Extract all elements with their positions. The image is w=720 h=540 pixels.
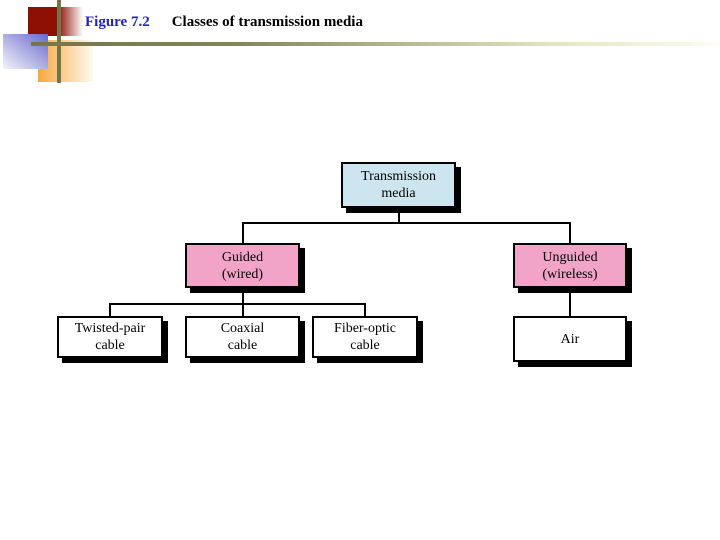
vertical-accent-line (57, 0, 61, 83)
connector-guided-drop (241, 222, 244, 245)
connector-level1-bus (241, 222, 571, 224)
node-label-line: Twisted-pair (74, 321, 146, 336)
node-guided: Guided(wired) (185, 243, 300, 288)
node-label-line: Air (560, 331, 580, 347)
node-label-line: (wireless) (542, 266, 598, 282)
horizontal-accent-line (31, 42, 720, 46)
node-transmission-media: Transmission media (341, 162, 456, 208)
connector-twisted-drop (109, 303, 111, 318)
connector-fiber-drop (364, 303, 366, 318)
connector-coaxial-drop (241, 303, 244, 318)
node-label-line: (wired) (221, 266, 264, 282)
node-unguided: Unguided(wireless) (513, 243, 627, 288)
connector-air-drop (569, 286, 571, 318)
node-label-line: cable (95, 338, 125, 353)
connector-unguided-drop (569, 222, 571, 245)
node-fiber-optic-cable: Fiber-optic cable (312, 316, 418, 358)
node-label-line: Coaxial (220, 321, 265, 336)
blue-square (3, 34, 48, 69)
connector-level2-bus (109, 303, 366, 305)
node-label-line: Guided (221, 249, 264, 265)
connector-root-stub (397, 206, 400, 224)
figure-label: Figure 7.2 (85, 14, 150, 30)
node-label-line: cable (350, 338, 380, 353)
node-label-line: cable (227, 338, 258, 353)
node-air: Air (513, 316, 627, 362)
node-label-line: Unguided (542, 249, 598, 265)
red-square (28, 7, 58, 36)
node-twisted-pair-cable: Twisted-pair cable (57, 316, 163, 358)
red-square-fade (58, 7, 83, 36)
connector-guided-stub (241, 286, 244, 305)
node-coaxial-cable: Coaxial cable (185, 316, 300, 358)
node-label-line: Transmission (361, 169, 436, 184)
figure-title: Classes of transmission media (171, 14, 363, 30)
slide-header: Figure 7.2 Classes of transmission media (85, 14, 363, 31)
node-label-line: media (381, 186, 416, 201)
node-label-line: Fiber-optic (334, 321, 396, 336)
